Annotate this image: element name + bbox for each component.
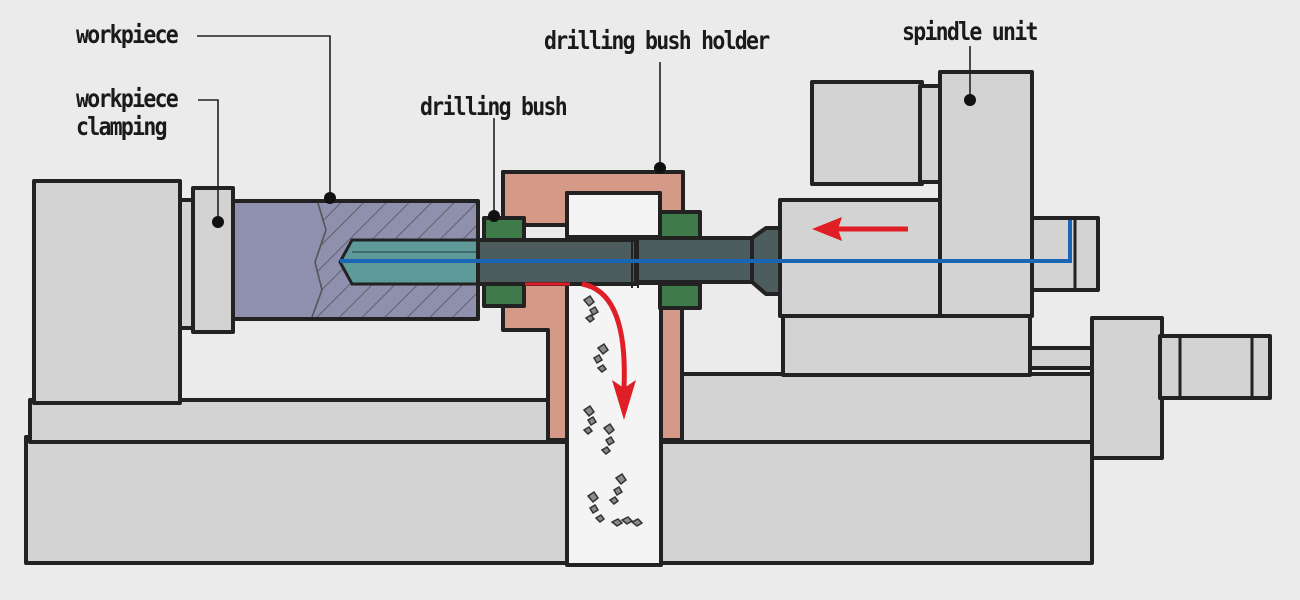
spindle-motor [810, 80, 924, 186]
feed-rod [1028, 346, 1102, 370]
drilling-bush-upper [482, 216, 526, 242]
label-drilling-bush-holder: drilling bush holder [544, 26, 770, 55]
base-rail-left [28, 398, 572, 444]
spindle-slide [781, 311, 1032, 377]
label-workpiece: workpiece [76, 20, 179, 49]
leader-dot-icon [964, 94, 976, 106]
leader-dot-icon [212, 216, 224, 228]
bush-flange-right-lower [658, 282, 702, 310]
feed-handwheel [1090, 316, 1164, 460]
motor-flange [918, 84, 942, 184]
spindle-column [938, 70, 1034, 318]
section-break-line [311, 202, 327, 318]
clamping-block [32, 179, 182, 405]
machine-base [24, 435, 1094, 565]
workpiece-clamping [191, 186, 235, 334]
red-arrow-icon [581, 281, 636, 420]
label-workpiece-clamping-line2: clamping [76, 112, 168, 141]
spindle-nose [1028, 216, 1100, 292]
label-spindle-unit: spindle unit [902, 17, 1038, 46]
label-drilling-bush: drilling bush [420, 92, 568, 121]
chute-window [565, 191, 662, 239]
leader-dot-icon [654, 162, 666, 174]
metal-chip-icon [582, 294, 644, 527]
drilling-bush-lower [482, 282, 526, 308]
base-rail-right [660, 372, 1094, 444]
leader-dot-icon [488, 210, 500, 222]
bush-flange-right-upper [658, 210, 702, 240]
label-workpiece-clamping-line1: workpiece [76, 84, 179, 113]
red-arrow-icon [812, 217, 908, 241]
leader-workpiece [197, 35, 331, 196]
leader-dot-icon [324, 192, 336, 204]
coolant-line [340, 220, 1072, 263]
leader-clamping [198, 99, 219, 220]
